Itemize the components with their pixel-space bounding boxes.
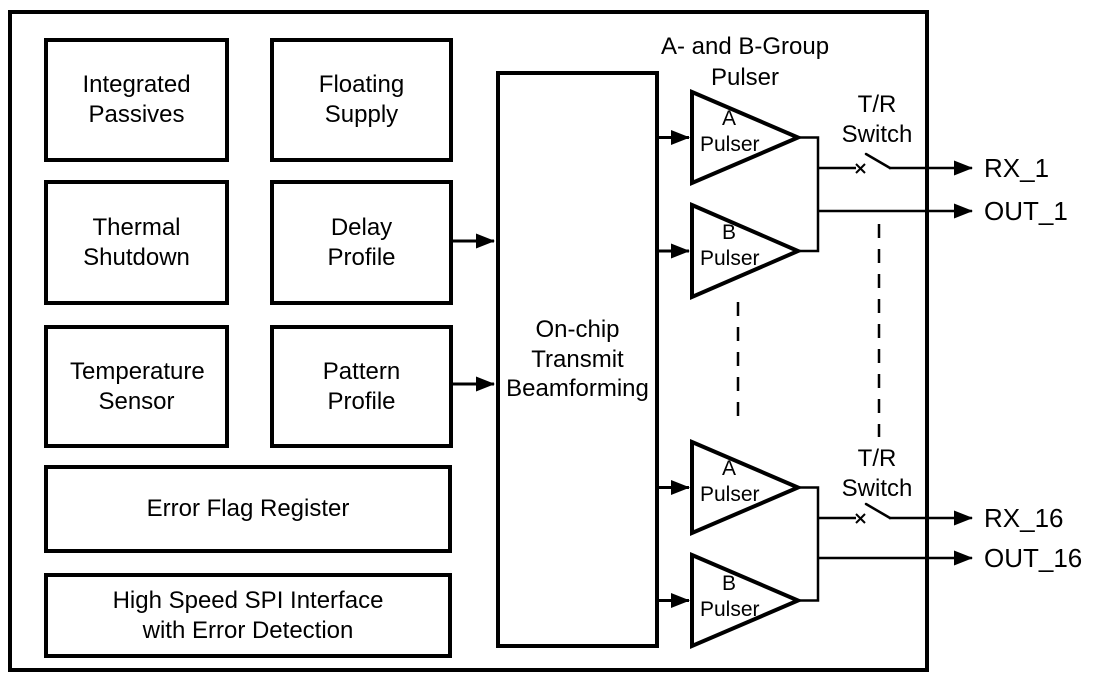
a-pulser-label-1: A Pulser [700,107,760,156]
tr-switch-label-16: T/R Switch [841,445,913,502]
block-error-flag-register: Error Flag Register [44,465,452,553]
port-label-rx1: RX_1 [984,153,1050,183]
a-pulser-triangle-16 [690,438,804,537]
b-pulser-triangle-16 [690,551,804,650]
block-label: On-chip Transmit Beamforming [506,315,649,403]
block-label: Delay Profile [327,213,396,271]
tr-switch-label-1: T/R Switch [841,91,913,148]
block-label: Temperature Sensor [70,357,205,415]
pulser-bus-1 [797,136,820,253]
port-label-rx16: RX_16 [984,503,1064,533]
block-label: Integrated Passives [82,71,191,128]
port-label-out1: OUT_1 [984,196,1068,226]
block-label: High Speed SPI Interface with Error Dete… [112,586,384,644]
block-temperature-sensor: Temperature Sensor [44,325,229,448]
block-thermal-shutdown: Thermal Shutdown [44,180,229,305]
block-beamformer: On-chip Transmit Beamforming [496,71,659,648]
block-label: Error Flag Register [146,495,350,523]
b-pulser-label-1: B Pulser [700,221,760,270]
tr-switch-contact-16 [855,513,866,524]
b-pulser-triangle-1 [690,201,804,301]
block-floating-supply: Floating Supply [270,38,453,162]
tr-switch-lever-16 [864,502,892,520]
block-label: Thermal Shutdown [83,213,190,271]
block-delay-profile: Delay Profile [270,180,453,305]
block-label: Floating Supply [318,71,405,128]
block-pattern-profile: Pattern Profile [270,325,453,448]
block-spi-interface: High Speed SPI Interface with Error Dete… [44,573,452,658]
block-integrated-passives: Integrated Passives [44,38,229,162]
b-pulser-label-16: B Pulser [700,572,760,621]
tr-switch-contact-1 [855,163,866,174]
block-label: Pattern Profile [322,357,401,415]
tr-switch-lever-1 [864,152,892,170]
pulser-bus-16 [797,486,820,602]
a-pulser-label-16: A Pulser [700,457,760,506]
a-pulser-triangle-1 [690,88,804,187]
pulser-group-title: A- and B-Group Pulser [660,33,830,91]
port-label-out16: OUT_16 [984,543,1083,573]
